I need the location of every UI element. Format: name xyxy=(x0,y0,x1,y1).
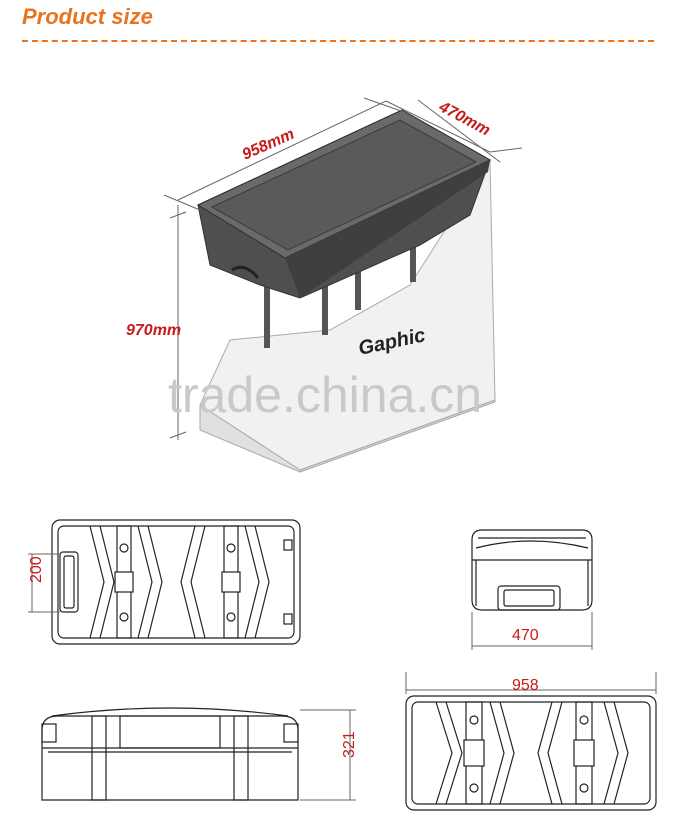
leg xyxy=(322,275,328,335)
front-view xyxy=(41,707,299,801)
top-view-dimension xyxy=(28,553,60,613)
header-divider xyxy=(22,40,654,42)
side-view-dim-label: 470 xyxy=(512,627,539,644)
dimension-lines xyxy=(163,97,523,440)
isometric-view: 958mm 470mm 970mm Gaphic trade.china.cn xyxy=(126,97,523,473)
leg xyxy=(355,265,361,310)
bottom-view xyxy=(405,695,657,811)
side-view-dimension xyxy=(471,612,593,650)
length-label: 958mm xyxy=(240,126,297,164)
leg xyxy=(410,240,416,282)
height-label: 970mm xyxy=(126,322,181,339)
bottom-view-dim-label: 958 xyxy=(512,677,539,694)
top-view-dim-label: 200 xyxy=(28,556,45,583)
watermark-text: trade.china.cn xyxy=(168,367,482,423)
page-title: Product size xyxy=(22,4,153,29)
side-view xyxy=(471,529,593,611)
leg xyxy=(264,280,270,348)
top-view xyxy=(51,519,301,645)
front-view-dimension xyxy=(300,709,356,801)
front-view-dim-label: 321 xyxy=(341,731,358,758)
bottom-view-dimension xyxy=(405,672,657,694)
